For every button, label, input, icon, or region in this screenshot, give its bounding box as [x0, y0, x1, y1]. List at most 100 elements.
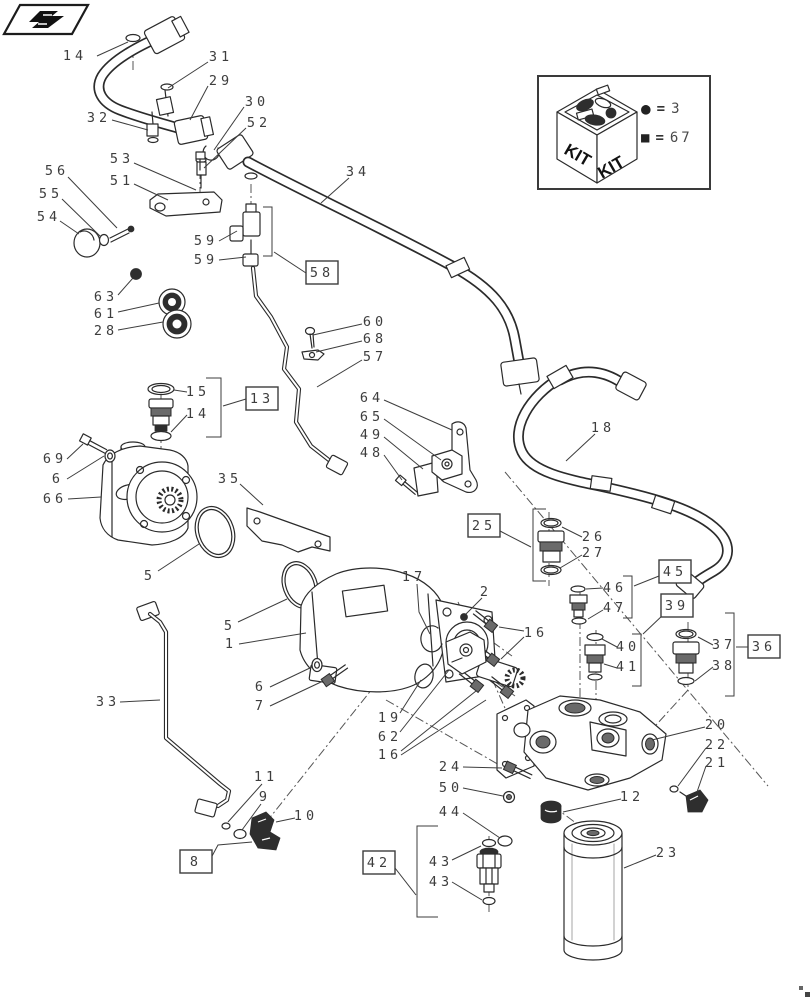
leader-line — [565, 433, 596, 462]
callout-23: 23 — [656, 845, 680, 861]
callout-54: 54 — [37, 209, 61, 225]
hose-ferrule — [445, 256, 471, 279]
washer-43 — [482, 896, 496, 906]
callout-37: 37 — [712, 637, 736, 653]
callout-bracket — [632, 633, 642, 687]
callout-box-42 — [362, 850, 396, 875]
callout-bracket — [532, 508, 546, 582]
leader-line — [394, 867, 417, 896]
callout-box-25 — [467, 513, 501, 538]
fitting-36-group — [672, 628, 700, 686]
callout-22: 22 — [705, 737, 729, 753]
bolt-60-clamp-68 — [301, 326, 325, 361]
page-corner-mark — [799, 986, 810, 997]
callout-33: 33 — [96, 694, 120, 710]
callout-bracket — [416, 825, 438, 918]
steel-tube-33 — [136, 600, 232, 818]
callout-bracket — [206, 377, 222, 438]
callout-61: 61 — [94, 306, 118, 322]
leader-line — [66, 443, 84, 460]
leader-line — [218, 230, 238, 242]
callout-27: 27 — [582, 545, 606, 561]
square-symbol: ■ — [641, 130, 650, 146]
washer-11 — [221, 822, 231, 830]
leader-line — [269, 666, 313, 688]
callout-50: 50 — [439, 780, 463, 796]
callout-box-58 — [305, 260, 339, 285]
callout-16: 16 — [524, 625, 548, 641]
bracket-51 — [149, 151, 223, 217]
washer-14 — [150, 430, 172, 442]
filter-cartridge-23 — [563, 820, 623, 961]
callout-47: 47 — [603, 600, 627, 616]
leader-line — [677, 747, 707, 787]
callout-25: 25 — [472, 518, 496, 534]
callout-2: 2 — [480, 584, 492, 600]
callout-26: 26 — [582, 529, 606, 545]
oring-38 — [677, 676, 695, 686]
callout-6: 6 — [255, 679, 267, 695]
callout-16: 16 — [378, 747, 402, 763]
kit-legend-box: KIT KIT ● = 3 ■ = 67 — [537, 75, 711, 190]
fitting-32 — [146, 123, 159, 137]
hose-ferrule — [546, 364, 574, 390]
bracket-64-group — [394, 421, 478, 497]
kit-legend-square-row: ■ = 67 — [641, 130, 693, 146]
callout-36: 36 — [752, 639, 776, 655]
leader-line — [170, 414, 188, 433]
circle-count: 3 — [671, 101, 683, 117]
leader-line — [562, 798, 622, 813]
leader-line — [587, 609, 604, 620]
leader-line — [61, 198, 102, 238]
callout-43: 43 — [429, 874, 453, 890]
leader-line — [559, 554, 583, 569]
fitting-52 — [196, 161, 207, 176]
bracket-35 — [246, 507, 331, 553]
leader-line — [499, 530, 532, 548]
leader-line — [269, 681, 322, 707]
leader-line — [275, 817, 296, 823]
swivel-nut-29 — [173, 115, 215, 145]
return-tube-assembly — [93, 15, 220, 189]
leader-line — [210, 841, 253, 859]
callout-39: 39 — [665, 598, 689, 614]
tee-fitting-59 — [229, 172, 261, 267]
callout-12: 12 — [620, 789, 644, 805]
bolt-24 — [502, 760, 533, 780]
plug-63 — [130, 268, 142, 280]
oring-46 — [570, 585, 586, 593]
callout-box-45 — [658, 559, 692, 584]
leader-line — [400, 690, 477, 752]
leader-line — [399, 679, 422, 714]
leader-line — [601, 638, 618, 648]
callout-17: 17 — [402, 569, 426, 585]
oring-5-left — [194, 505, 236, 559]
callout-18: 18 — [591, 420, 615, 436]
washer-22 — [669, 785, 679, 793]
elbow-8-group — [221, 811, 281, 851]
callout-41: 41 — [616, 659, 640, 675]
brand-logo-svg — [2, 3, 90, 36]
equals-sign: = — [655, 130, 664, 146]
bolt-53 — [195, 151, 206, 160]
leader-line — [203, 127, 247, 169]
callout-38: 38 — [712, 658, 736, 674]
callout-19: 19 — [378, 710, 402, 726]
leader-line — [603, 663, 618, 669]
callout-7: 7 — [255, 698, 267, 714]
callout-29: 29 — [209, 73, 233, 89]
callout-35: 35 — [218, 471, 242, 487]
callout-46: 46 — [603, 580, 627, 596]
oring-14 — [125, 33, 141, 43]
knob-54-washer-55-stud-56 — [73, 225, 135, 258]
leader-line — [157, 543, 200, 572]
leader-line — [462, 766, 503, 769]
callout-10: 10 — [294, 808, 318, 824]
fitting-25-group — [537, 517, 565, 576]
callout-28: 28 — [94, 323, 118, 339]
callout-40: 40 — [616, 639, 640, 655]
splined-shaft — [504, 667, 526, 689]
leader-line — [451, 881, 483, 901]
